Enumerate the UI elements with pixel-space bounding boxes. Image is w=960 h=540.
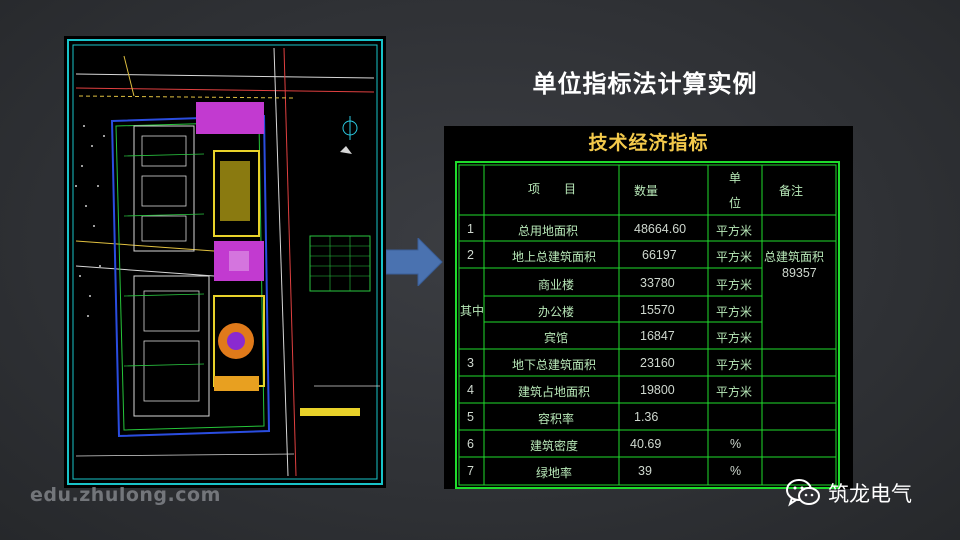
row-4-name: 办公楼 — [538, 305, 575, 319]
row-7-name: 建筑占地面积 — [518, 385, 591, 399]
row-5-name: 宾馆 — [544, 331, 569, 345]
row-1-qty: 48664.60 — [634, 222, 687, 236]
remark-line-1: 总建筑面积 — [764, 250, 825, 264]
row-7-qty: 19800 — [640, 383, 675, 397]
row-9-qty: 40.69 — [630, 437, 662, 451]
row-2-unit: 平方米 — [716, 250, 753, 264]
row-7-unit: 平方米 — [716, 385, 753, 399]
row-6-qty: 23160 — [640, 356, 675, 370]
remark-line-2: 89357 — [782, 266, 817, 280]
row-9-no: 6 — [467, 437, 474, 451]
table-grid — [455, 161, 840, 489]
site-plan-drawing — [67, 39, 383, 485]
row-4-unit: 平方米 — [716, 305, 753, 319]
row-10-qty: 39 — [638, 464, 652, 478]
brand[interactable]: 筑龙电气 — [786, 478, 912, 508]
row-6-unit: 平方米 — [716, 358, 753, 372]
brand-name: 筑龙电气 — [828, 482, 912, 506]
row-8-qty: 1.36 — [634, 410, 659, 424]
row-10-no: 7 — [467, 464, 474, 478]
row-5-unit: 平方米 — [716, 331, 753, 345]
header-remark: 备注 — [779, 184, 804, 198]
row-1-name: 总用地面积 — [518, 224, 579, 238]
row-1-unit: 平方米 — [716, 224, 753, 238]
header-unit-bottom: 位 — [729, 196, 742, 210]
row-1-no: 1 — [467, 222, 474, 236]
slide-title: 单位指标法计算实例 — [532, 70, 758, 98]
row-10-unit: % — [730, 464, 742, 478]
watermark: edu.zhulong.com — [30, 484, 221, 506]
row-9-name: 建筑密度 — [530, 439, 579, 453]
header-item: 项 目 — [528, 182, 577, 196]
row-2-no: 2 — [467, 248, 474, 262]
row-7-no: 4 — [467, 383, 474, 397]
group-label: 其中 — [460, 304, 485, 318]
row-3-unit: 平方米 — [716, 278, 753, 292]
row-2-name: 地上总建筑面积 — [512, 250, 597, 264]
row-3-qty: 33780 — [640, 276, 675, 290]
row-4-qty: 15570 — [640, 303, 675, 317]
row-3-name: 商业楼 — [538, 278, 575, 292]
row-8-no: 5 — [467, 410, 474, 424]
row-5-qty: 16847 — [640, 329, 675, 343]
row-9-unit: % — [730, 437, 742, 451]
indicator-table-panel: 技术经济指标 项 目 数量 单 位 备注 1 — [444, 126, 853, 489]
row-2-qty: 66197 — [642, 248, 677, 262]
row-6-no: 3 — [467, 356, 474, 370]
row-10-name: 绿地率 — [536, 466, 573, 480]
right-arrow-icon — [386, 238, 443, 286]
row-6-name: 地下总建筑面积 — [512, 358, 597, 372]
wechat-icon — [786, 479, 820, 507]
header-qty: 数量 — [634, 184, 659, 198]
row-8-name: 容积率 — [538, 412, 575, 426]
cad-site-plan — [64, 36, 386, 488]
header-unit-top: 单 — [729, 171, 742, 185]
table-title: 技术经济指标 — [588, 132, 709, 154]
